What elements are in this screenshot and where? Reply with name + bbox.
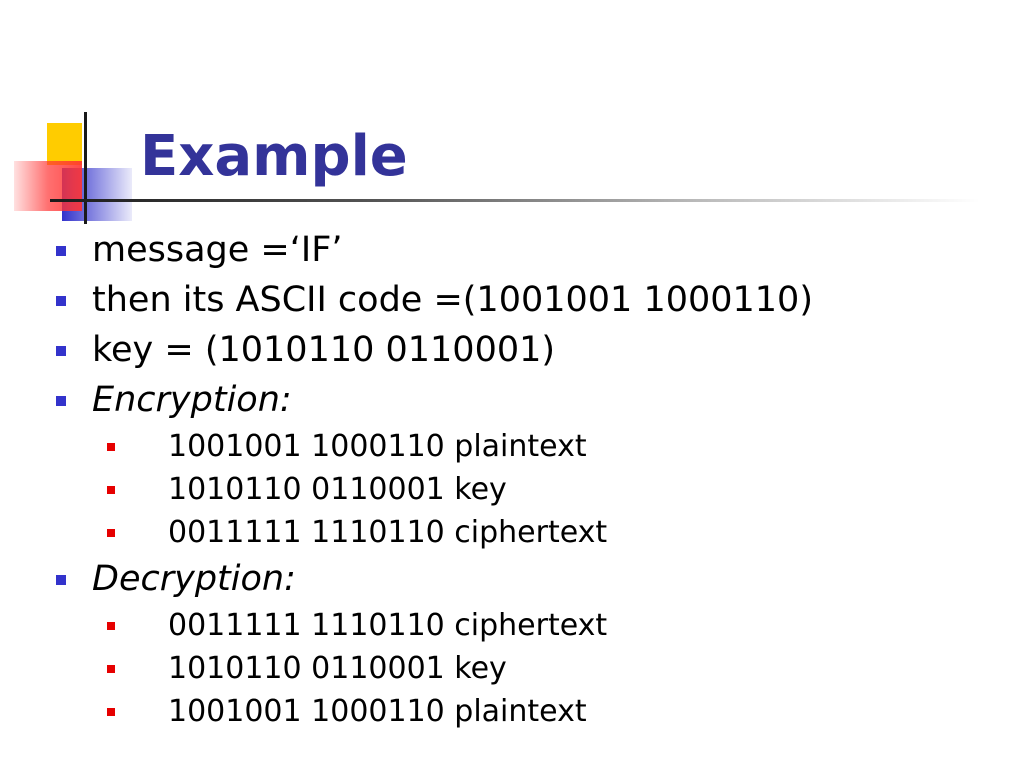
bullet-marker-level2 <box>107 443 115 451</box>
bullet-item: key = (1010110 0110001) <box>0 326 1024 376</box>
bullet-text: then its ASCII code =(1001001 1000110) <box>92 280 813 320</box>
sub-bullet-text: 1001001 1000110 plaintext <box>168 429 587 464</box>
sub-bullet-text: 1010110 0110001 key <box>168 472 507 507</box>
sub-bullet-item: 0011111 1110110 ciphertext <box>0 605 1024 648</box>
slide-title: Example <box>140 124 408 189</box>
bullet-marker-level1 <box>56 246 66 256</box>
sub-bullet-item: 1010110 0110001 key <box>0 469 1024 512</box>
sub-bullet-text: 0011111 1110110 ciphertext <box>168 515 608 550</box>
bullet-text: message =‘IF’ <box>92 230 343 270</box>
bullet-marker-level2 <box>107 529 115 537</box>
bullet-item: Decryption: <box>0 555 1024 605</box>
bullet-item: then its ASCII code =(1001001 1000110) <box>0 276 1024 326</box>
bullet-marker-level2 <box>107 665 115 673</box>
bullet-item: message =‘IF’ <box>0 226 1024 276</box>
bullet-marker-level1 <box>56 396 66 406</box>
bullet-marker-level1 <box>56 346 66 356</box>
bullet-marker-level1 <box>56 575 66 585</box>
logo-vertical-line <box>84 112 87 224</box>
logo-yellow-square <box>47 123 82 165</box>
logo-red-square <box>14 161 82 211</box>
bullet-marker-level2 <box>107 622 115 630</box>
bullet-marker-level2 <box>107 708 115 716</box>
bullet-marker-level1 <box>56 296 66 306</box>
sub-bullet-text: 1010110 0110001 key <box>168 651 507 686</box>
sub-bullet-item: 1010110 0110001 key <box>0 648 1024 691</box>
sub-bullet-item: 1001001 1000110 plaintext <box>0 691 1024 734</box>
decryption-heading: Decryption: <box>92 559 296 599</box>
sub-bullet-item: 0011111 1110110 ciphertext <box>0 512 1024 555</box>
bullet-marker-level2 <box>107 486 115 494</box>
bullet-text: key = (1010110 0110001) <box>92 330 556 370</box>
encryption-heading: Encryption: <box>92 380 292 420</box>
sub-bullet-text: 1001001 1000110 plaintext <box>168 694 587 729</box>
bullet-list: message =‘IF’ then its ASCII code =(1001… <box>0 226 1024 734</box>
sub-bullet-text: 0011111 1110110 ciphertext <box>168 608 608 643</box>
bullet-item: Encryption: <box>0 376 1024 426</box>
title-underline <box>50 199 980 202</box>
sub-bullet-item: 1001001 1000110 plaintext <box>0 426 1024 469</box>
decorative-squares-logo <box>14 112 132 224</box>
